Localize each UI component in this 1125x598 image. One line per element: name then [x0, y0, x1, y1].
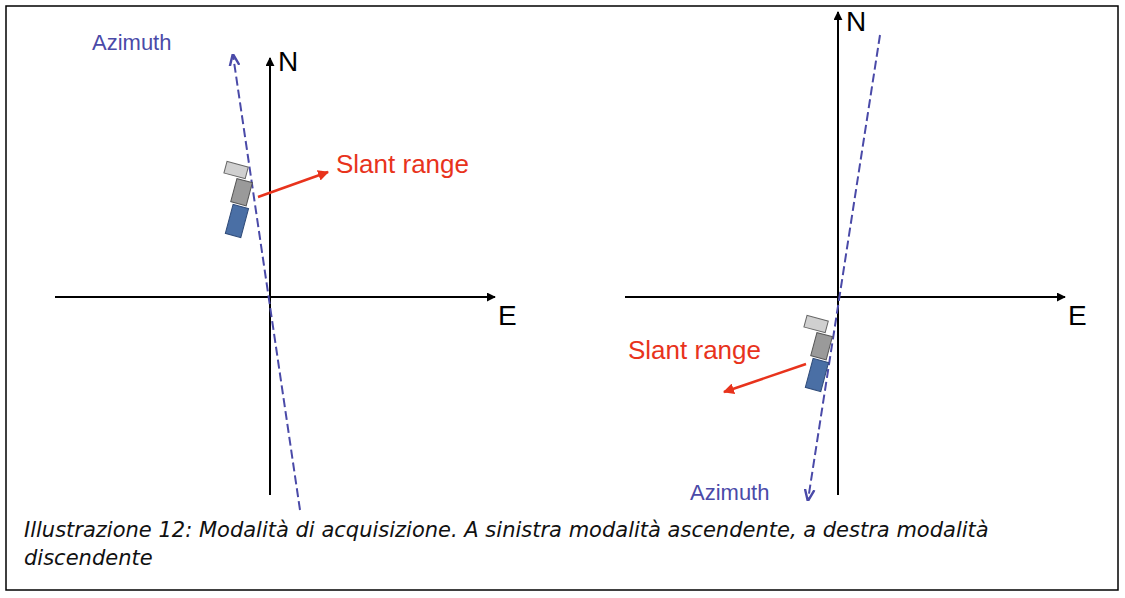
azimuth-line	[233, 55, 300, 510]
slant-range-label: Slant range	[628, 336, 761, 366]
slant-range-arrow	[258, 172, 328, 197]
satellite-symbol	[209, 161, 259, 237]
figure-caption: Illustrazione 12: Modalità di acquisizio…	[24, 516, 1104, 573]
azimuth-label: Azimuth	[690, 480, 769, 505]
azimuth-label: Azimuth	[92, 30, 171, 55]
slant-range-label: Slant range	[336, 150, 469, 180]
east-label: E	[1068, 300, 1087, 332]
frame	[6, 6, 1118, 590]
east-label: E	[498, 300, 517, 332]
east-axis	[55, 296, 495, 298]
north-axis	[837, 12, 839, 495]
north-label: N	[278, 46, 298, 78]
satellite-symbol	[789, 315, 839, 391]
north-label: N	[846, 6, 866, 38]
azimuth-line	[808, 35, 880, 500]
slant-range-arrow	[724, 364, 806, 392]
east-axis	[625, 296, 1065, 298]
north-axis	[269, 58, 271, 495]
